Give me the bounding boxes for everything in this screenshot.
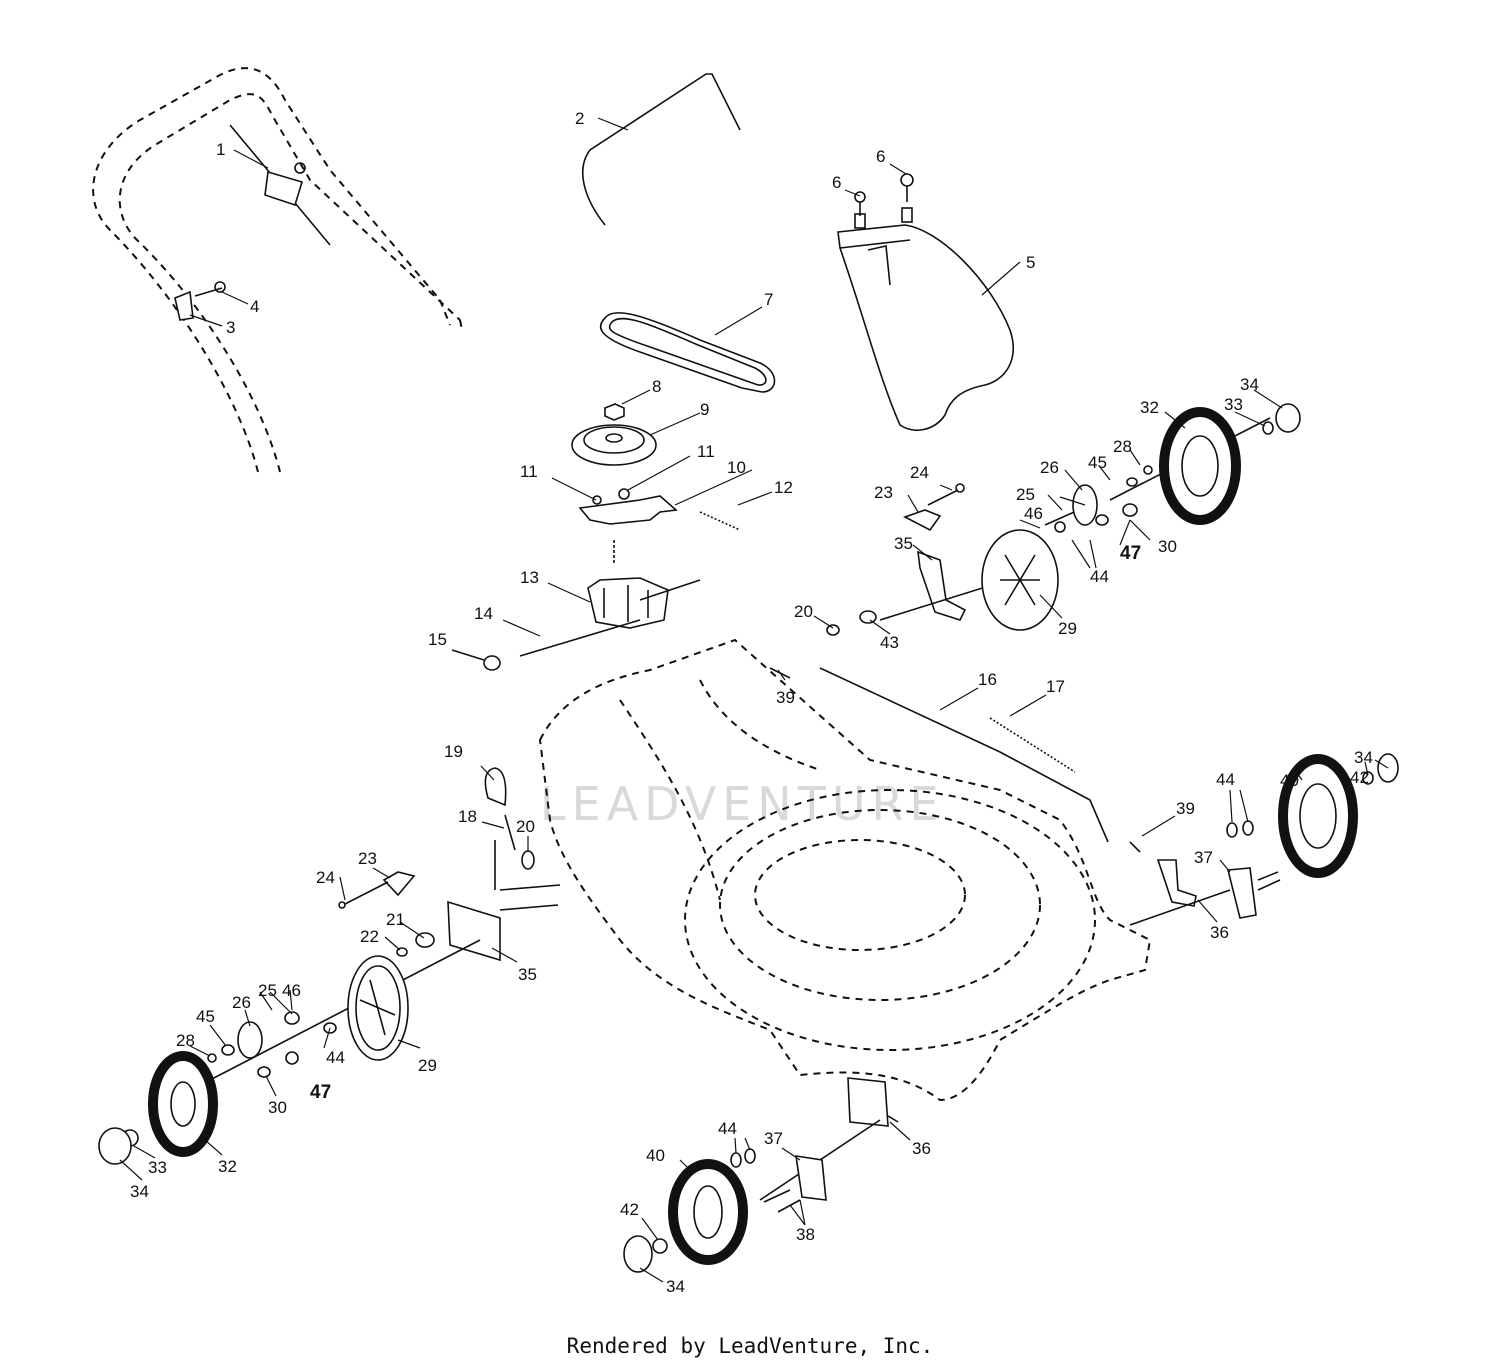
callout-16: 16 [978,670,997,689]
callout-34: 34 [130,1182,149,1201]
part-1-bracket [229,124,331,246]
callout-35: 35 [894,534,913,553]
callout-22: 22 [360,927,379,946]
callout-30: 30 [1158,537,1177,556]
callout-42: 42 [1350,768,1369,787]
callout-34: 34 [666,1277,685,1296]
rear-left-assembly [98,767,561,1165]
mower-deck-outline [538,638,1152,1102]
callout-45: 45 [196,1007,215,1026]
callout-32: 32 [1140,398,1159,417]
callout-47: 47 [1120,543,1141,564]
callout-42: 42 [620,1200,639,1219]
callout-39: 39 [1176,799,1195,818]
callout-7: 7 [764,290,773,309]
callout-43: 43 [880,633,899,652]
callout-25: 25 [1016,485,1035,504]
callout-6: 6 [832,173,841,192]
footer-credit: Rendered by LeadVenture, Inc. [566,1334,934,1358]
handle-outline [92,67,463,473]
callout-29: 29 [1058,619,1077,638]
callout-21: 21 [386,910,405,929]
callout-46: 46 [1024,504,1043,523]
callout-33: 33 [1224,395,1243,414]
callout-26: 26 [232,993,251,1012]
callout-30: 30 [268,1098,287,1117]
callout-8: 8 [652,377,661,396]
callout-34: 34 [1240,375,1259,394]
callout-47: 47 [310,1082,331,1103]
leader-lines [119,117,1389,1283]
callout-40: 40 [1280,771,1299,790]
front-left-assembly [623,1077,899,1273]
part-8-9-pulley [571,403,657,466]
callout-2: 2 [575,109,584,128]
callout-14: 14 [474,604,493,623]
callout-15: 15 [428,630,447,649]
callout-13: 13 [520,568,539,587]
callout-10: 10 [727,458,746,477]
callout-18: 18 [458,807,477,826]
watermark: LEADVENTURE [540,777,945,831]
callout-36: 36 [912,1139,931,1158]
callout-23: 23 [874,483,893,502]
callout-37: 37 [764,1129,783,1148]
callout-26: 26 [1040,458,1059,477]
part-23-24-right [902,483,965,532]
callout-20: 20 [516,817,535,836]
callout-33: 33 [148,1158,167,1177]
part-13-transmission [451,540,701,671]
callout-4: 4 [250,297,259,316]
callout-3: 3 [226,318,235,337]
part-5-rear-chute [837,207,1014,431]
callout-5: 5 [1026,253,1035,272]
callout-9: 9 [700,400,709,419]
callout-36: 36 [1210,923,1229,942]
callout-44: 44 [1216,770,1235,789]
callout-35: 35 [518,965,537,984]
callout-6: 6 [876,147,885,166]
rear-right-assembly [826,403,1301,636]
callout-17: 17 [1046,677,1065,696]
callout-32: 32 [218,1157,237,1176]
callout-23: 23 [358,849,377,868]
part-10-11-12-bracket [578,488,741,531]
callout-11: 11 [520,462,538,481]
callout-1: 1 [216,140,225,159]
callout-44: 44 [326,1048,345,1067]
part-3-4-handle-knob [174,281,226,321]
part-23-24-left [338,871,416,909]
callout-44: 44 [1090,567,1109,586]
callout-46: 46 [282,981,301,1000]
callout-20: 20 [794,602,813,621]
callout-38: 38 [796,1225,815,1244]
callout-34: 34 [1354,748,1373,767]
callout-39: 39 [776,688,795,707]
callout-12: 12 [774,478,793,497]
callout-45: 45 [1088,453,1107,472]
callout-28: 28 [176,1031,195,1050]
callout-25: 25 [258,981,277,1000]
callout-labels: 1 2 3 4 5 6 6 7 8 9 10 11 11 12 13 14 15… [130,109,1373,1296]
callout-29: 29 [418,1056,437,1075]
callout-24: 24 [316,868,335,887]
callout-24: 24 [910,463,929,482]
callout-37: 37 [1194,848,1213,867]
callout-28: 28 [1113,437,1132,456]
callout-44: 44 [718,1119,737,1138]
callout-40: 40 [646,1146,665,1165]
front-right-assembly [1129,753,1399,926]
part-2-bail-wire [582,73,741,226]
callout-19: 19 [444,742,463,761]
part-7-belt [599,312,776,393]
callout-11: 11 [697,442,715,461]
